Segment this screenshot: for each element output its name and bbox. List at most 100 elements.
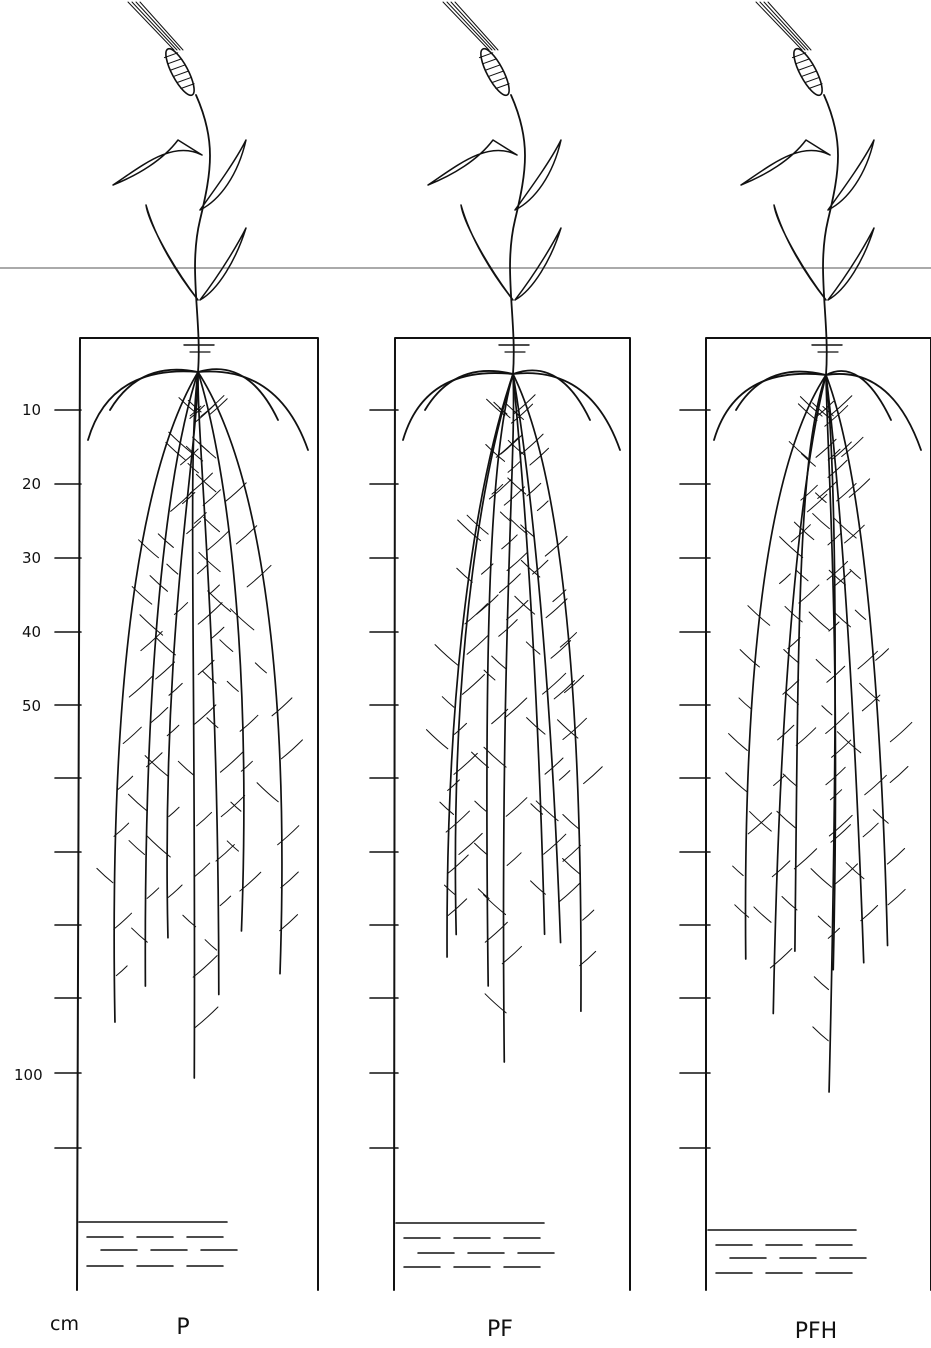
awn [451, 2, 495, 50]
root-hair-branch [169, 807, 179, 816]
root-hair-branch [128, 794, 146, 810]
root-hair-branch [199, 552, 220, 571]
root-hair-branch [272, 698, 292, 716]
ear-grain [483, 57, 496, 65]
root-hair-branch [167, 564, 178, 574]
leaf [828, 228, 874, 300]
root-hair-branch [813, 1027, 828, 1041]
lateral-root [736, 372, 826, 410]
lateral-root [425, 371, 513, 410]
root-hair-branch [475, 843, 488, 855]
root-hair-branch [828, 396, 852, 417]
panel-label-pf: PF [487, 1317, 513, 1342]
root-hair-branch [221, 796, 244, 817]
root-hair-branch [150, 576, 167, 592]
stem [195, 95, 210, 372]
seminal-root [198, 372, 244, 931]
lateral-root [826, 371, 891, 420]
root-hair-branch [855, 610, 865, 619]
root-hair-branch [729, 734, 748, 751]
root-hair-branch [816, 659, 830, 672]
leaf [200, 228, 246, 300]
root-hair-branch [799, 585, 819, 603]
root-hair-branch [193, 956, 217, 978]
stem [823, 95, 838, 375]
root-hair-branch [208, 591, 231, 612]
root-hair-branch [123, 727, 141, 743]
root-hair-branch [833, 571, 851, 587]
awn [136, 2, 180, 50]
depth-tick-label: 30 [22, 549, 41, 567]
seminal-root [487, 374, 513, 986]
root-hair-branch [527, 718, 545, 735]
root-hair-branch [814, 977, 828, 990]
leaf [741, 140, 830, 185]
ear-of-grain [476, 45, 515, 98]
root-hair-branch [739, 698, 751, 709]
root-hair-branch [220, 752, 243, 773]
leaf [828, 140, 874, 210]
root-hair-branch [475, 801, 486, 811]
root-hair-branch [280, 915, 298, 931]
root-hair-branch [834, 864, 857, 885]
awn [128, 2, 174, 50]
root-hair-branch [132, 587, 152, 605]
root-hair-branch [442, 697, 454, 707]
lateral-root [826, 374, 921, 450]
leaf [146, 205, 198, 300]
root-hair-branch [454, 723, 466, 734]
root-hair-branch [735, 905, 749, 917]
root-hair-branch [281, 872, 299, 888]
ear-grain [486, 63, 499, 71]
root-hair-branch [257, 783, 278, 802]
root-hair-branch [203, 671, 216, 683]
ear-grain [489, 70, 502, 78]
root-hair-branch [559, 883, 580, 902]
root-hair-branch [255, 663, 266, 673]
root-hair-branch [544, 834, 566, 854]
root-hair-branch [129, 841, 144, 855]
leaf [200, 140, 246, 210]
root-hair-branch [818, 916, 830, 927]
plant-panel-pfh [680, 2, 931, 1290]
root-hair-branch [873, 810, 888, 824]
root-hair-branch [563, 815, 579, 830]
seminal-root [773, 375, 826, 1014]
root-hair-branch [216, 845, 234, 862]
ear-of-grain [789, 45, 828, 98]
root-hair-branch [448, 899, 466, 916]
ear-grain [168, 57, 181, 65]
root-hair-branch [816, 493, 827, 503]
root-hair-branch [211, 627, 224, 639]
root-hair-branch [559, 771, 570, 780]
root-hair-branch [826, 713, 849, 734]
root-hair-branch [876, 649, 889, 661]
seminal-root [114, 372, 198, 1022]
root-hair-branch [863, 823, 878, 837]
ear-grain [802, 70, 815, 78]
root-hair-branch [500, 512, 510, 521]
root-hair-branch [230, 609, 253, 630]
ear-grain [806, 76, 819, 84]
depth-tick-label: 50 [22, 697, 41, 715]
root-hair-branch [888, 889, 905, 904]
root-hair-branch [846, 863, 864, 879]
root-hair-branch [770, 949, 791, 968]
root-hair-branch [861, 906, 878, 921]
root-hair-branch [196, 474, 215, 491]
root-hair-branch [220, 640, 233, 652]
root-hair-branch [208, 531, 229, 550]
ear-grain [799, 63, 812, 71]
root-hair-branch [151, 708, 168, 723]
root-hair-branch [563, 845, 581, 861]
root-hair-branch [472, 752, 489, 767]
root-hair-branch [778, 725, 794, 740]
root-hair-branch [236, 526, 256, 544]
root-hair-branch [462, 674, 484, 694]
root-hair-branch [505, 698, 527, 718]
root-hair-branch [447, 855, 468, 874]
root-hair-branch [459, 833, 482, 854]
root-hair-branch [440, 802, 454, 814]
root-hair-branch [247, 565, 271, 586]
